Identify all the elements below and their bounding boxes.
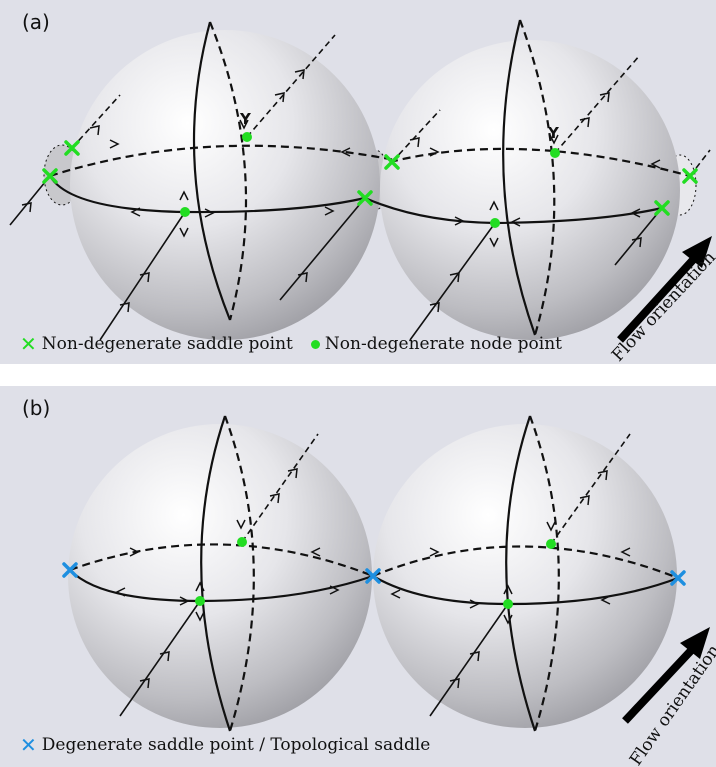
equator-back-right-b [372,545,679,580]
panel-a: Y Y (a) ✕ Non-degenerate saddle point No… [0,0,716,364]
meridian-front-right-b [505,415,537,732]
dot-marker-icon [237,537,247,547]
arrow-icon [682,236,712,268]
meridian-back-right-b [528,415,560,732]
inflow-right [409,222,496,341]
equator-back-left [49,144,396,178]
cross-marker-icon [384,154,400,170]
node-points-b [195,537,556,609]
legend-saddle-label-b: Degenerate saddle point / Topological sa… [41,735,431,755]
flow-arrow-a [617,247,705,343]
saddle-points-a [42,140,698,216]
meridian-back-right [518,19,556,336]
inflow-right-b [429,603,509,717]
cross-marker-icon: ✕ [20,733,37,757]
cross-marker-icon [62,562,78,578]
sphere-right [380,40,680,340]
arrow-icon [680,627,710,659]
sphere-right-b [373,424,677,728]
dot-marker-icon [180,207,190,217]
cross-marker-icon [42,168,58,184]
meridian-front-right [502,19,537,336]
dot-marker-icon [310,339,320,349]
flow-arrow-b [622,638,703,724]
dot-marker-icon [546,539,556,549]
equator-back-left-b [69,543,374,578]
cross-marker-icon [670,570,686,586]
panel-label-a: (a) [22,10,50,34]
saddle-points-b [62,562,686,586]
y-label-left: Y [239,110,252,128]
inflow-neck-right [614,207,663,266]
sphere-left-b [68,424,372,728]
outflow-right [554,54,641,154]
outflow-neck-left [71,94,121,149]
panel-b: (b) ✕ Degenerate saddle point / Topologi… [0,386,716,767]
dot-marker-icon [550,148,560,158]
cross-marker-icon: ✕ [20,332,37,356]
inflow-left-b [119,600,201,717]
meridian-back-left [208,21,248,321]
panel-b-figure [62,415,710,732]
cross-marker-icon [357,190,373,206]
legend-saddle-label-a: Non-degenerate saddle point [41,334,293,354]
arrow-icon [115,468,631,689]
sphere-left [70,30,380,340]
arrow-icon [21,69,661,313]
legend-b: ✕ Degenerate saddle point / Topological … [20,733,430,757]
dot-marker-icon [242,132,252,142]
panel-a-figure: Y Y [9,19,712,343]
meridian-back-left-b [223,415,255,732]
meridian-front-left [192,21,232,321]
meridian-front-left-b [200,415,232,732]
dot-marker-icon [490,218,500,228]
dot-marker-icon [503,599,513,609]
legend-node-label-a: Non-degenerate node point [324,334,563,354]
dot-marker-icon [195,596,205,606]
outflow-neck-middle [391,109,441,163]
inflow-neck-left [9,175,51,226]
legend-a: ✕ Non-degenerate saddle point Non-degene… [20,332,562,356]
outflow-left-b [241,433,319,543]
cross-marker-icon [365,568,381,584]
inflow-neck-middle [279,197,366,301]
panel-label-b: (b) [22,396,51,420]
inflow-left [99,211,186,341]
y-label-right: Y [547,124,560,142]
cross-marker-icon [64,140,80,156]
cross-marker-icon [682,168,698,184]
cross-marker-icon [654,200,670,216]
node-points-a [180,132,560,228]
outflow-right-b [550,433,631,545]
outflow-left [246,34,336,138]
